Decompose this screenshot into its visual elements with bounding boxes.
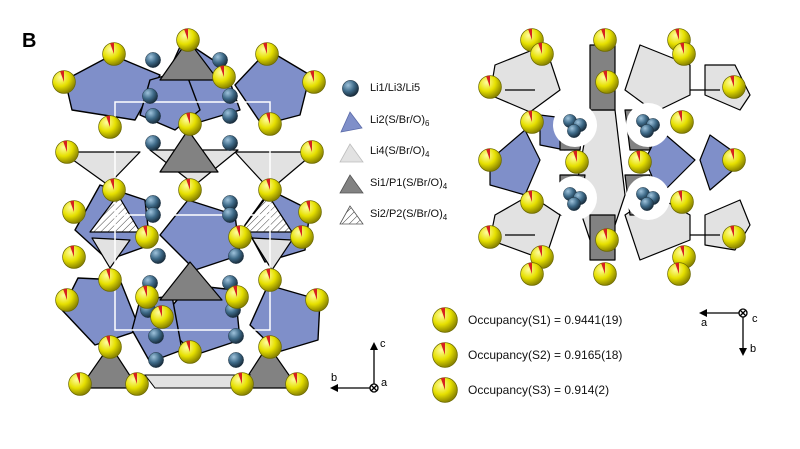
sulfur-s1-icon xyxy=(432,307,458,333)
left-structure-view xyxy=(52,28,329,396)
legend-label-si1-p1: Si1/P1(S/Br/O)4 xyxy=(370,177,448,192)
left-axis-a-label: a xyxy=(381,377,388,389)
left-axis-b-label: b xyxy=(331,372,338,384)
dark-tetrahedron-icon xyxy=(339,174,364,194)
panel-label: B xyxy=(22,30,37,52)
right-structure-view xyxy=(478,28,751,286)
right-axis-a-label: a xyxy=(701,317,708,329)
legend-icons xyxy=(339,80,364,225)
occupancy-s1-label: Occupancy(S1) = 0.9441(19) xyxy=(468,313,623,327)
legend-label-li2: Li2(S/Br/O)6 xyxy=(370,114,430,129)
li-sphere-icon xyxy=(342,80,359,97)
occupancy-icons xyxy=(432,307,458,403)
occupancy-s3-label: Occupancy(S3) = 0.914(2) xyxy=(468,383,610,397)
left-axis-c-label: c xyxy=(380,338,386,350)
sulfur-s2-icon xyxy=(432,342,458,368)
right-axis-c-label: c xyxy=(752,313,758,325)
legend-label-li: Li1/Li3/Li5 xyxy=(370,82,421,94)
hatched-tetrahedron-icon xyxy=(339,205,364,225)
blue-polyhedron-icon xyxy=(340,111,363,133)
legend-label-li4: Li4(S/Br/O)4 xyxy=(370,145,430,160)
left-axes-indicator xyxy=(330,342,379,393)
legend-label-si2-p2: Si2/P2(S/Br/O)4 xyxy=(370,208,448,223)
right-bond-lines xyxy=(505,89,720,236)
right-blue-polyhedra xyxy=(489,114,746,196)
sulfur-s3-icon xyxy=(432,377,458,403)
right-axes-indicator xyxy=(699,308,748,356)
left-dark-polyhedra xyxy=(79,39,299,389)
occupancy-s2-label: Occupancy(S2) = 0.9165(18) xyxy=(468,348,623,362)
light-tetrahedron-icon xyxy=(339,143,364,163)
right-axis-b-label: b xyxy=(750,343,757,355)
left-unit-cell xyxy=(114,101,271,331)
